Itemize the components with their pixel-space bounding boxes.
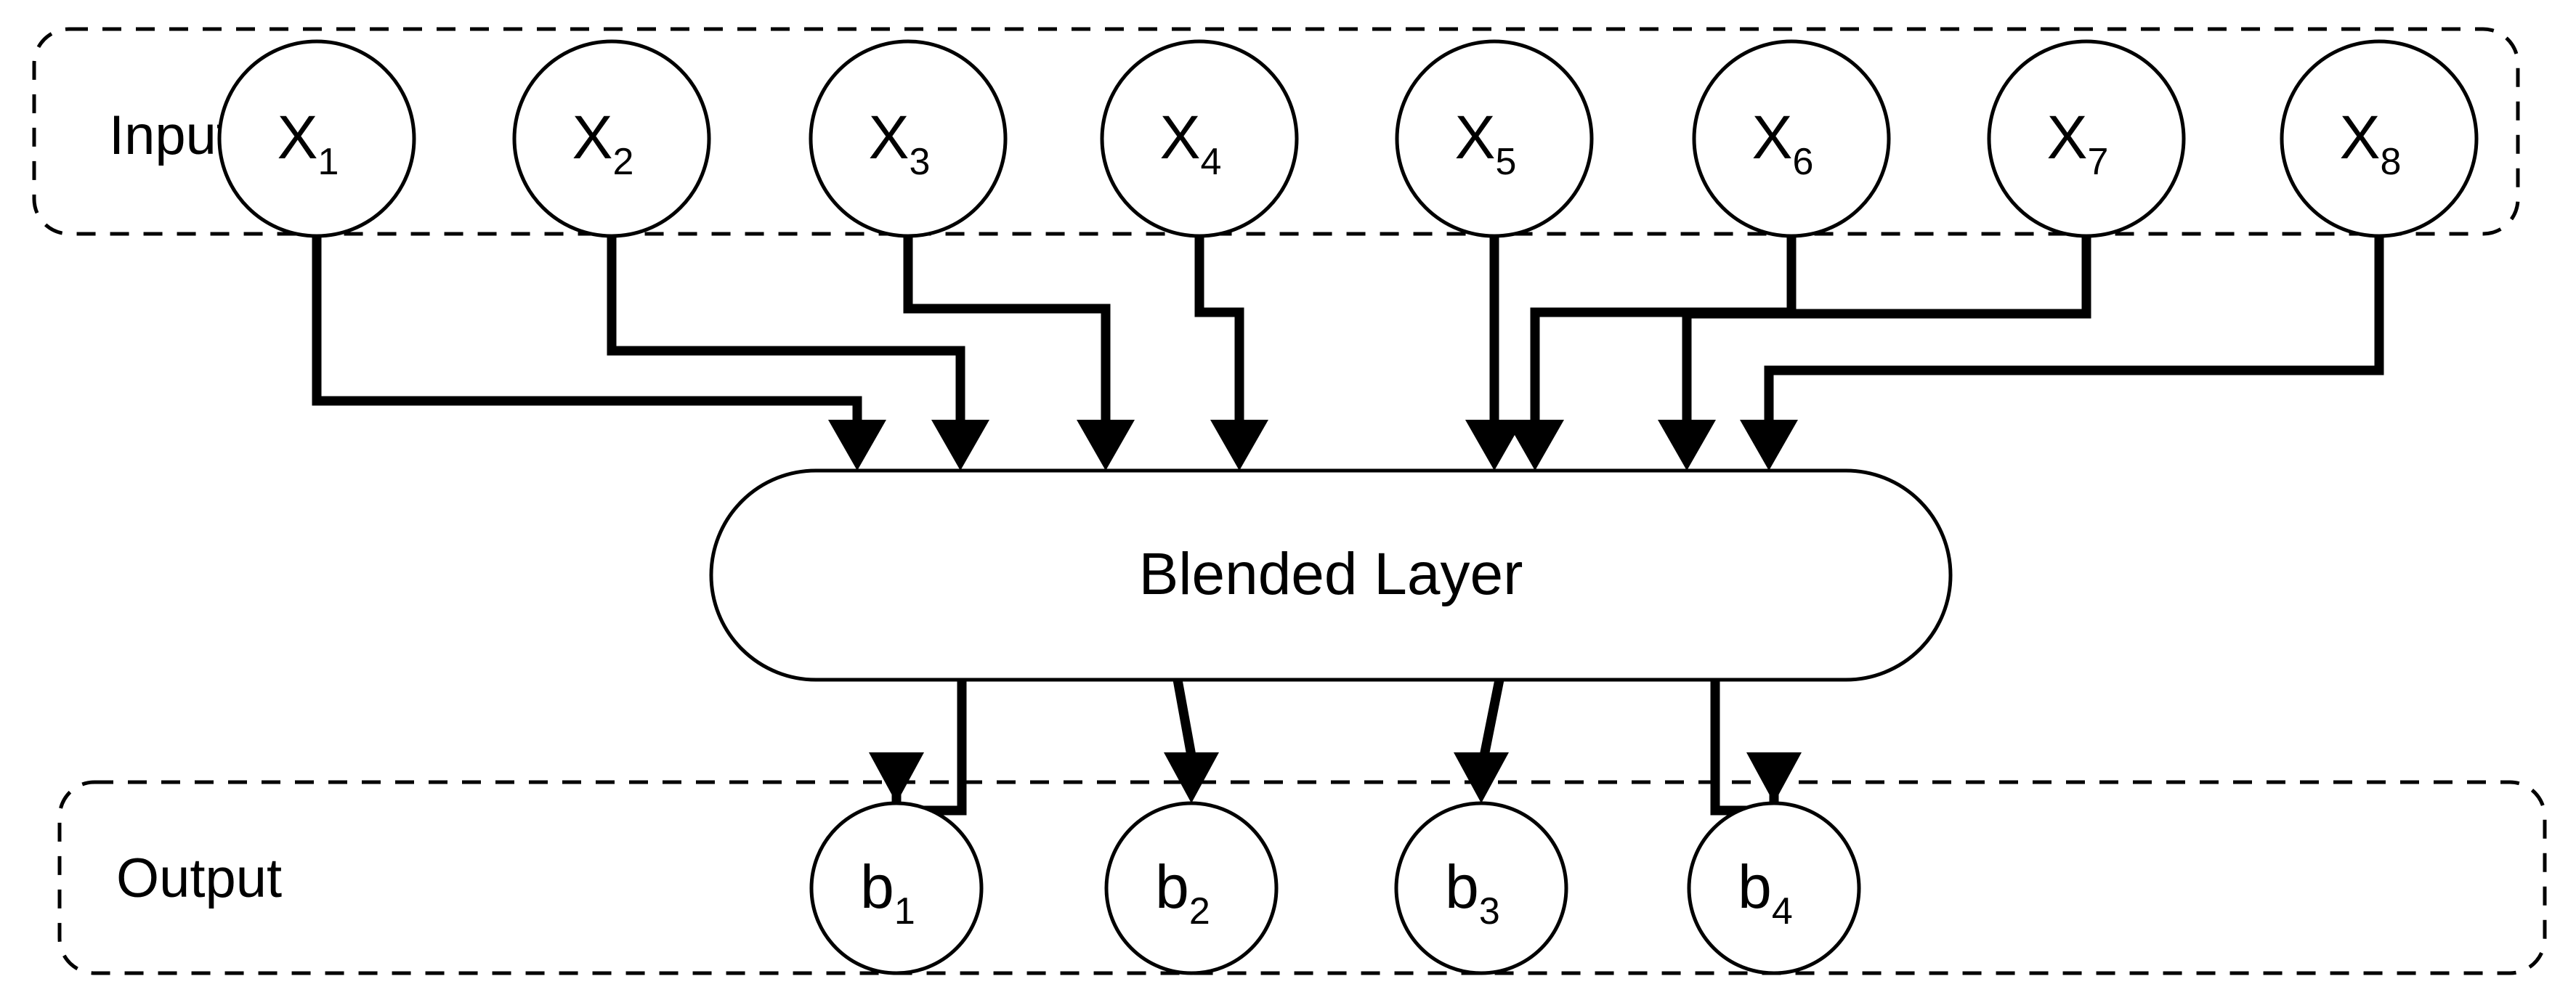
node-subscript: 7: [2088, 141, 2109, 183]
node-label: X3: [869, 103, 931, 183]
output-node-b4[interactable]: b4: [1687, 801, 1861, 975]
connector-x1: [312, 236, 862, 427]
arrowhead-x4: [1210, 420, 1268, 471]
node-base: X: [278, 103, 318, 171]
connector-b1: [891, 680, 967, 816]
input-connectors: [312, 236, 2384, 471]
node-label: b3: [1445, 853, 1500, 932]
input-node-x1[interactable]: X1: [217, 39, 416, 238]
connector-x6: [1530, 236, 1797, 427]
node-label: b2: [1155, 853, 1210, 932]
output-nodes: b1 b2 b3 b4: [809, 801, 1861, 975]
input-node-x6[interactable]: X6: [1692, 39, 1891, 238]
arrowhead-b4: [1746, 752, 1802, 803]
node-label: X2: [572, 103, 634, 183]
node-circle: [512, 39, 711, 238]
node-circle: [809, 39, 1008, 238]
input-node-x4[interactable]: X4: [1100, 39, 1299, 238]
node-subscript: 3: [910, 141, 931, 183]
node-base: b: [1155, 853, 1189, 921]
node-base: X: [2047, 103, 2088, 171]
output-connectors: [869, 678, 1802, 816]
output-node-b2[interactable]: b2: [1104, 801, 1279, 975]
node-base: X: [572, 103, 613, 171]
output-group-box: [57, 780, 2547, 975]
arrowhead-x3: [1077, 420, 1135, 471]
node-circle: [1394, 801, 1568, 975]
node-base: X: [2340, 103, 2381, 171]
node-label: X5: [1455, 103, 1517, 183]
node-circle: [1987, 39, 2186, 238]
node-circle: [217, 39, 416, 238]
arrowhead-b1: [869, 752, 924, 803]
blended-layer-box[interactable]: [709, 468, 1953, 682]
connector-x2: [607, 236, 965, 427]
connector-b2: [1172, 678, 1197, 761]
node-base: b: [1445, 853, 1479, 921]
node-base: b: [860, 853, 894, 921]
arrowhead-x6: [1506, 420, 1564, 471]
output-node-b1[interactable]: b1: [809, 801, 984, 975]
input-node-x5[interactable]: X5: [1395, 39, 1594, 238]
node-subscript: 2: [613, 141, 634, 183]
connector-b3: [1478, 678, 1504, 761]
node-subscript: 6: [1793, 141, 1814, 183]
arrowhead-x7: [1658, 420, 1716, 471]
node-subscript: 1: [894, 890, 915, 932]
input-node-x7[interactable]: X7: [1987, 39, 2186, 238]
connector-x8: [1764, 236, 2384, 427]
node-circle: [1692, 39, 1891, 238]
node-circle: [809, 801, 984, 975]
connector-b4: [1710, 680, 1779, 816]
node-label: X4: [1160, 103, 1222, 183]
arrowhead-x5: [1465, 420, 1523, 471]
node-label: b4: [1738, 853, 1793, 932]
connector-x4: [1194, 236, 1244, 427]
node-subscript: 4: [1201, 141, 1222, 183]
node-base: X: [869, 103, 910, 171]
connector-x7: [1682, 236, 2091, 427]
input-node-x2[interactable]: X2: [512, 39, 711, 238]
input-nodes: X1 X2 X3 X4: [217, 39, 2479, 238]
node-label: X7: [2047, 103, 2109, 183]
input-group-label: Input: [109, 105, 232, 166]
output-node-b3[interactable]: b3: [1394, 801, 1568, 975]
node-label: X6: [1752, 103, 1814, 183]
connector-x3: [903, 236, 1111, 427]
node-subscript: 2: [1189, 890, 1210, 932]
blended-layer-label: Blended Layer: [1139, 541, 1523, 607]
node-label: X1: [278, 103, 339, 183]
output-group-label: Output: [116, 848, 282, 909]
node-subscript: 5: [1496, 141, 1517, 183]
input-group-box: [32, 27, 2520, 236]
node-base: X: [1752, 103, 1793, 171]
node-label: X8: [2340, 103, 2402, 183]
node-base: b: [1738, 853, 1772, 921]
node-subscript: 4: [1772, 890, 1793, 932]
node-circle: [1687, 801, 1861, 975]
node-base: X: [1160, 103, 1201, 171]
node-subscript: 1: [318, 141, 339, 183]
node-circle: [2280, 39, 2479, 238]
arrowhead-b2: [1164, 752, 1219, 803]
node-circle: [1100, 39, 1299, 238]
node-subscript: 8: [2381, 141, 2402, 183]
node-circle: [1395, 39, 1594, 238]
arrowhead-x1: [828, 420, 886, 471]
node-base: X: [1455, 103, 1496, 171]
input-node-x8[interactable]: X8: [2280, 39, 2479, 238]
arrowhead-b3: [1454, 752, 1509, 803]
arrowhead-x2: [931, 420, 989, 471]
node-subscript: 3: [1479, 890, 1500, 932]
input-node-x3[interactable]: X3: [809, 39, 1008, 238]
node-label: b1: [860, 853, 915, 932]
node-circle: [1104, 801, 1279, 975]
arrowhead-x8: [1740, 420, 1798, 471]
